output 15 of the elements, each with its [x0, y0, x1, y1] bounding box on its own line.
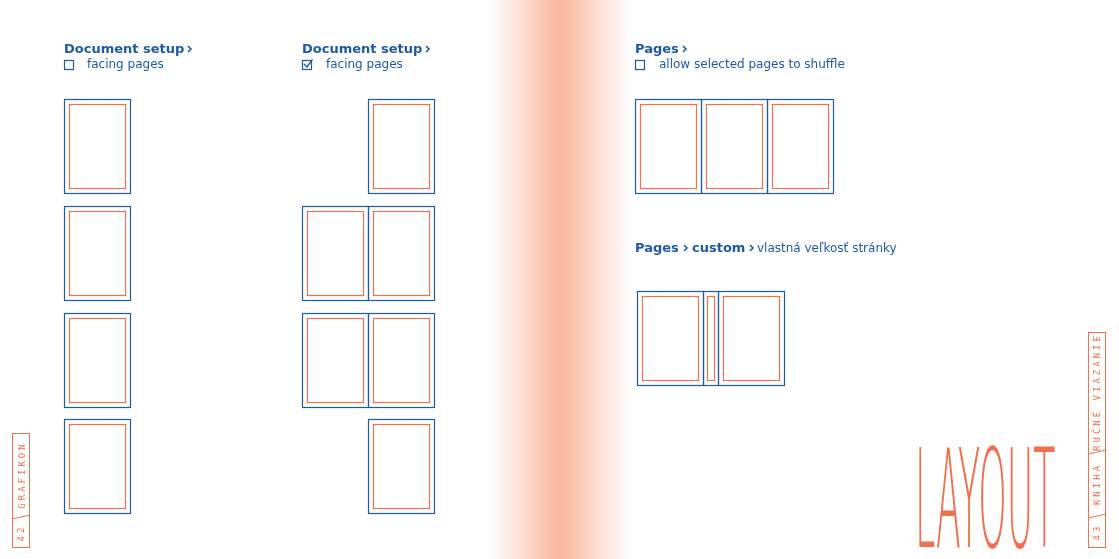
page-number: 43 [1091, 523, 1102, 541]
running-header: GRAFIKON [16, 441, 27, 509]
page-number: 42 [15, 524, 26, 541]
option-label: facing pages [326, 57, 403, 71]
heading: Document setup [302, 41, 423, 56]
running-header: RUČNÉ VIAZANIE [1091, 333, 1102, 451]
heading: Document setup [64, 41, 185, 56]
subheading: vlastná veľkosť stránky [757, 241, 897, 255]
heading: Pages [635, 41, 679, 56]
option-label: allow selected pages to shuffle [659, 57, 845, 71]
running-header: KNIHA [1092, 462, 1103, 506]
heading: Pages [635, 240, 679, 255]
option-label: facing pages [87, 57, 164, 71]
heading: custom [692, 240, 746, 255]
title-lettering: LAYOUT [915, 430, 1056, 559]
